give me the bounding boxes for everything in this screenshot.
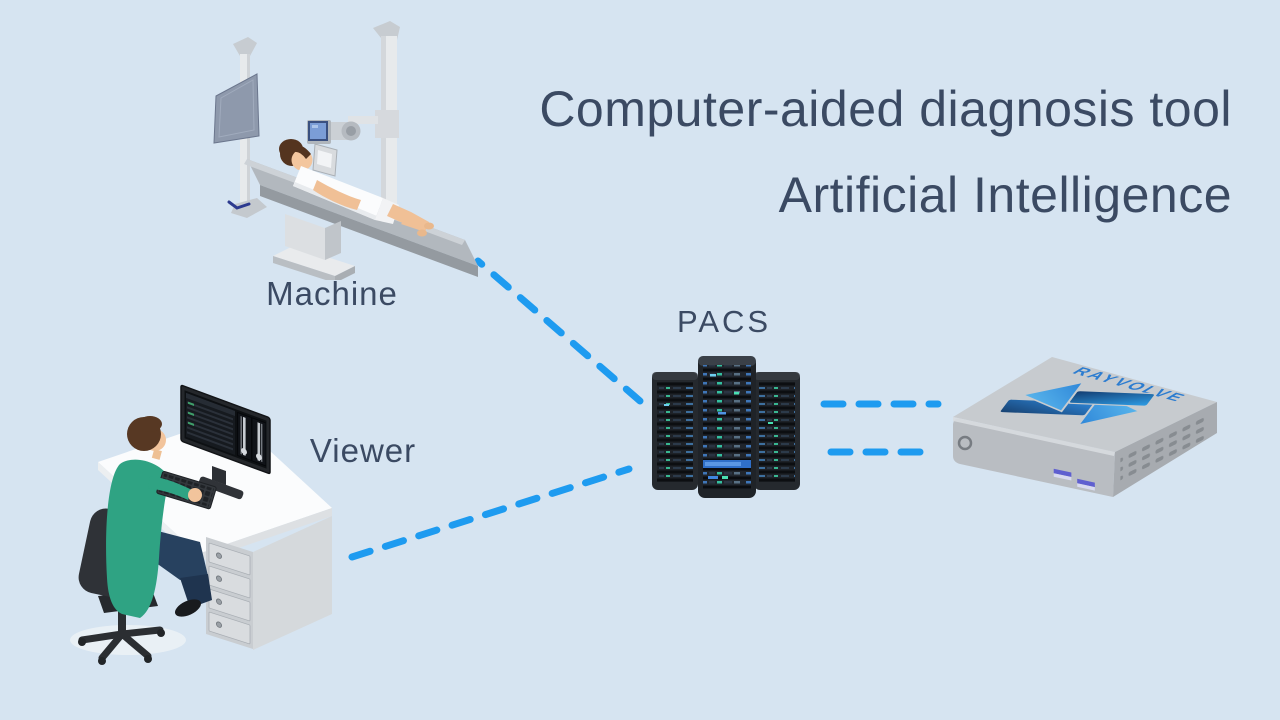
viewer-workstation-illustration — [70, 384, 332, 665]
title-line1: Computer-aided diagnosis tool — [539, 81, 1232, 137]
drawer-cabinet-side — [253, 515, 332, 650]
doctor-coat — [106, 459, 170, 618]
device-front-face — [953, 418, 1115, 497]
table-pedestal — [273, 214, 355, 280]
vent-grille — [1120, 413, 1207, 482]
rayvolve-device-illustration: RAYVOLVE — [953, 357, 1217, 497]
title-line2: Artificial Intelligence — [778, 167, 1232, 223]
xray-tube-head — [307, 120, 361, 177]
usb-ports — [1053, 468, 1095, 491]
server-rack-center — [698, 356, 756, 498]
patient — [279, 139, 434, 237]
server-leds — [664, 374, 773, 424]
detector-stand — [213, 37, 267, 218]
pacs-server-illustration — [652, 356, 800, 498]
rayvolve-logo — [998, 381, 1157, 426]
server-rack-left — [652, 372, 698, 490]
pacs-label: PACS — [676, 304, 772, 339]
machine-label: Machine — [266, 275, 398, 312]
xray-column — [348, 21, 400, 224]
doctor — [106, 416, 212, 618]
monitor — [180, 384, 271, 500]
doctor-arm — [148, 476, 192, 500]
doctor-legs — [152, 530, 208, 580]
drawer-cabinet-front — [206, 537, 253, 649]
connection-machine-to-pacs — [474, 257, 644, 405]
server-rack-right — [754, 372, 800, 490]
doctor-shoe — [174, 599, 202, 617]
power-button — [957, 435, 973, 451]
doctor-hand — [188, 488, 202, 502]
viewer-label: Viewer — [309, 432, 417, 469]
connection-viewer-to-pacs — [348, 465, 633, 561]
xray-image-panel — [237, 411, 266, 467]
xray-machine-illustration — [213, 21, 478, 280]
worklist-screen — [186, 392, 235, 455]
